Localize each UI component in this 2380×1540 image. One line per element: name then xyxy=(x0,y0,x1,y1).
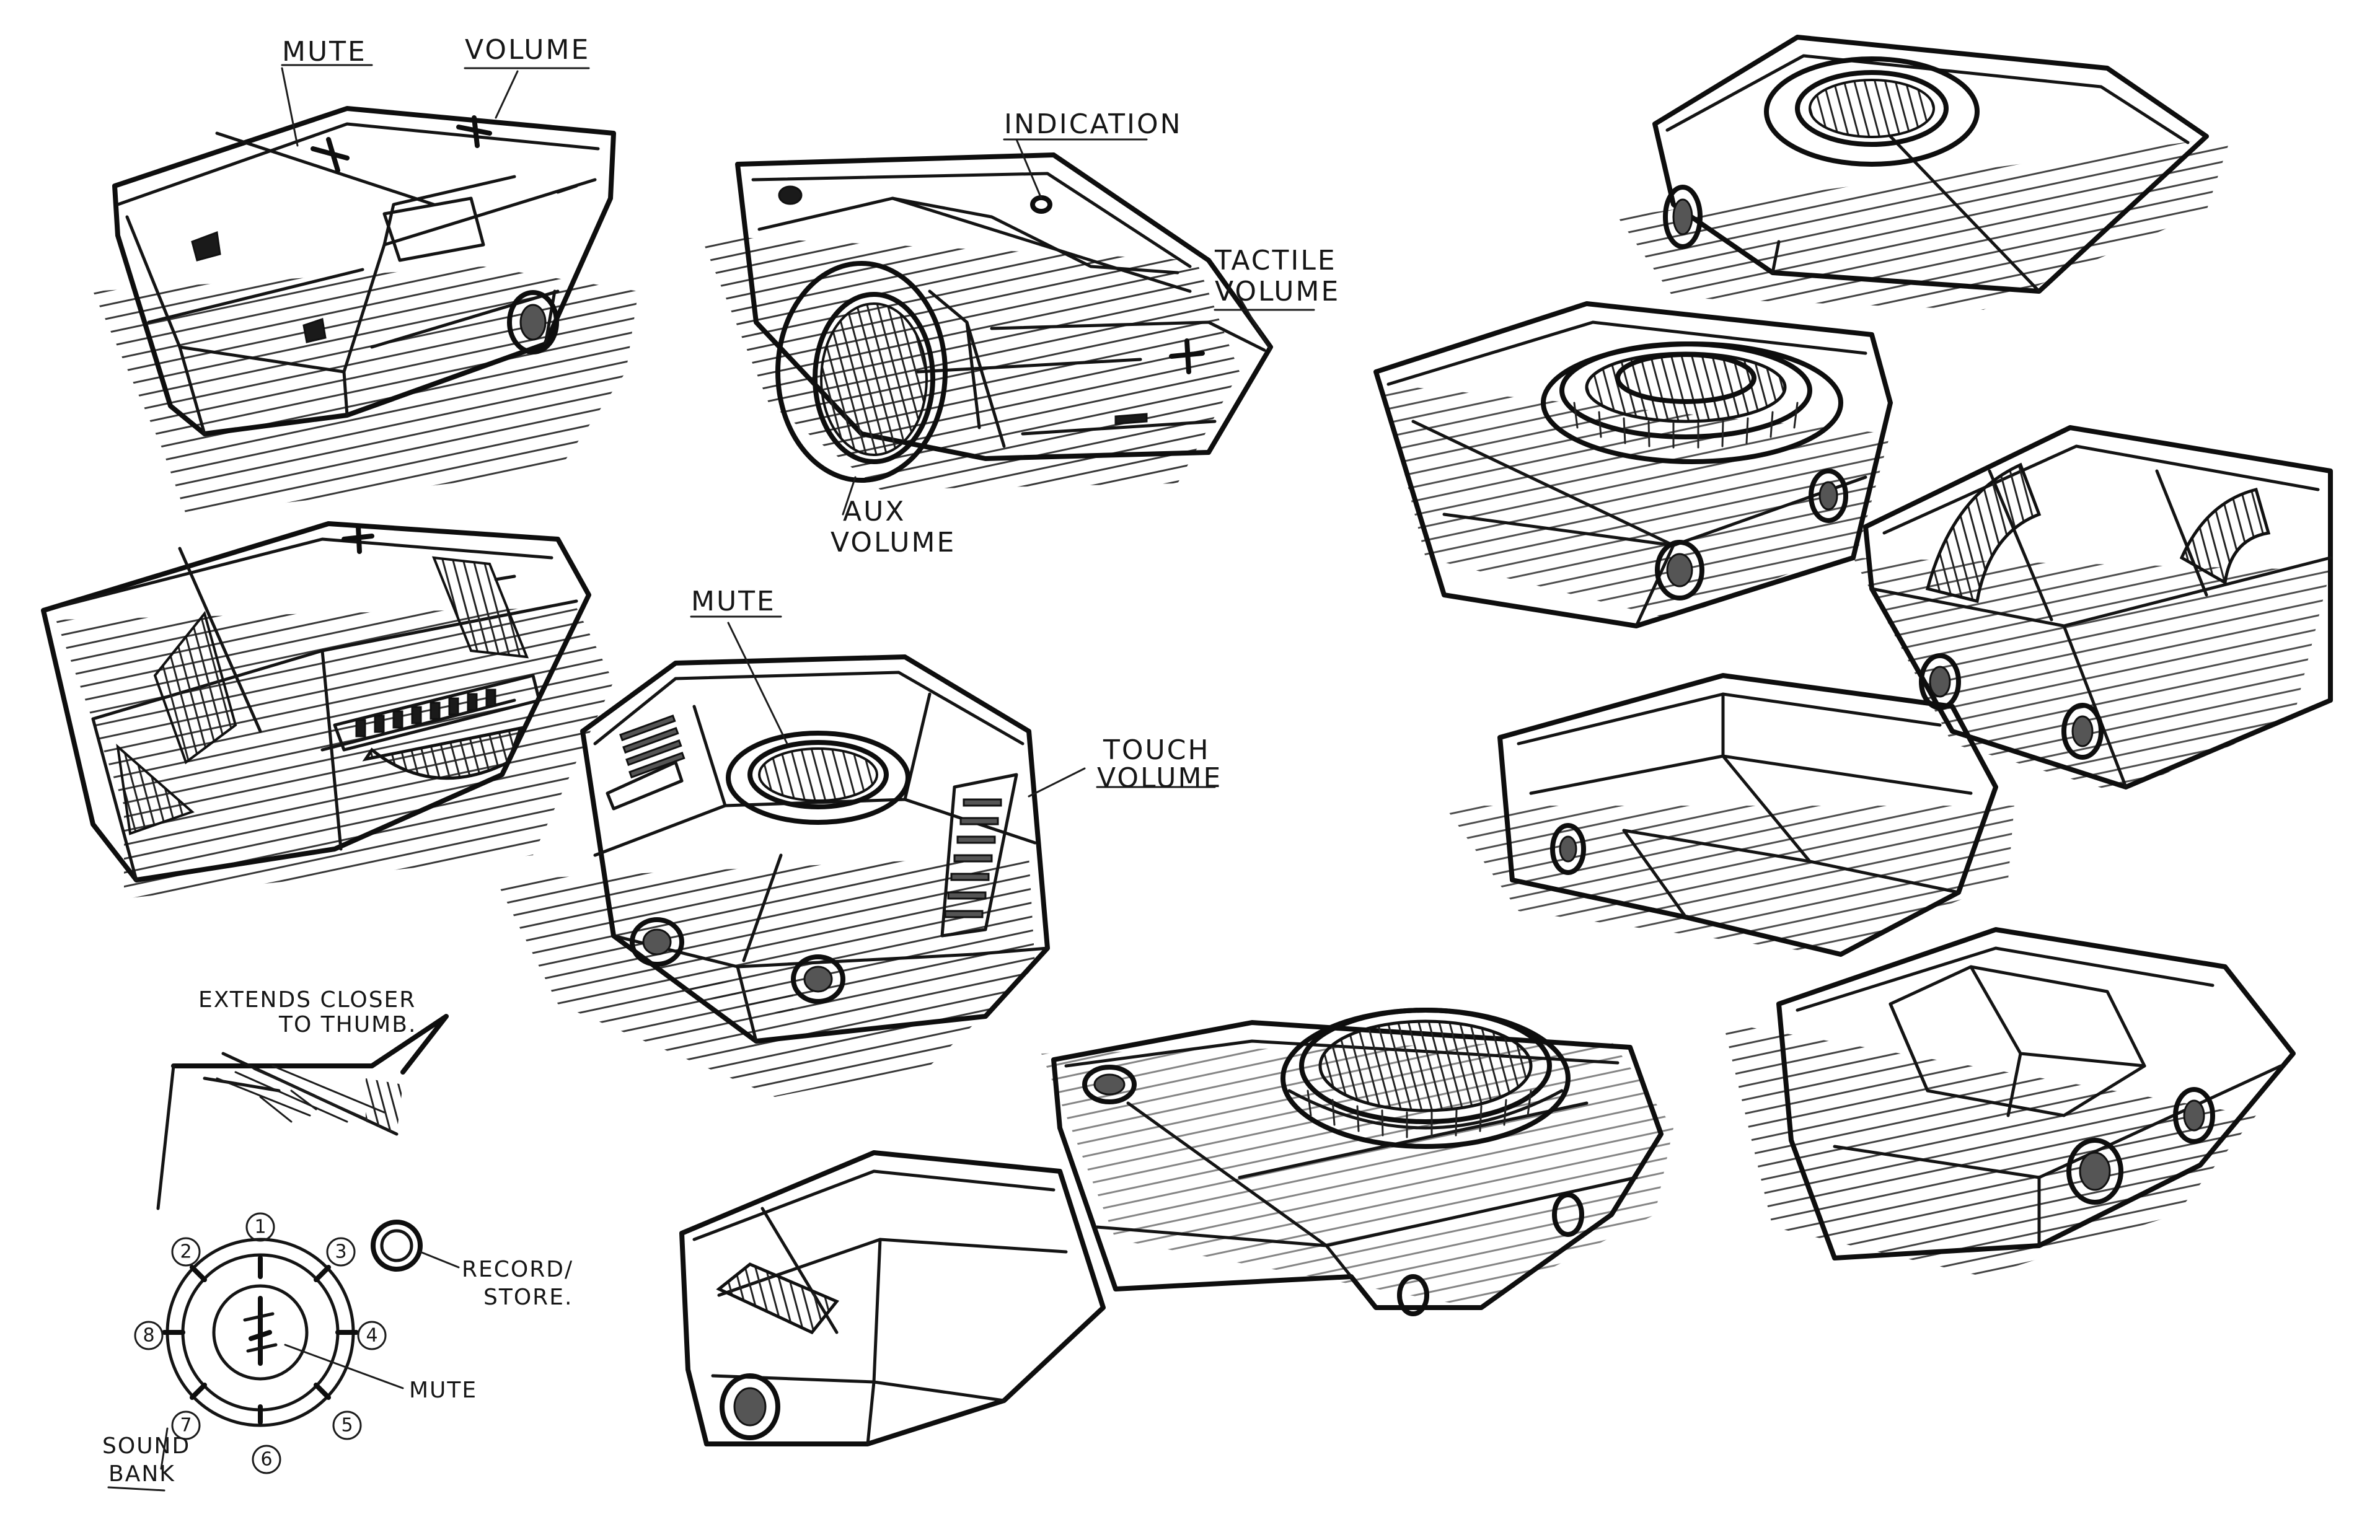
tactile-volume-label-1: TACTILE xyxy=(1214,245,1337,276)
sound-bank-label-2: BANK xyxy=(108,1461,175,1487)
touch-volume-label-2: VOLUME xyxy=(1097,762,1222,794)
aux-volume-label-1: AUX xyxy=(843,496,906,527)
extends-label-1: EXTENDS CLOSER xyxy=(198,987,416,1013)
dial-position-3: 3 xyxy=(335,1241,346,1263)
sketch-bottom-connector-device xyxy=(679,1150,1106,1446)
sketch-wheel-slots-device xyxy=(41,521,614,899)
sketch-blocky-device xyxy=(1723,927,2296,1277)
dial-position-1: 1 xyxy=(254,1217,266,1238)
tactile-volume-label-2: VOLUME xyxy=(1215,276,1340,307)
volume-label-top: VOLUME xyxy=(465,34,590,66)
sketch-mute-volume-device: MUTE VOLUME xyxy=(93,34,638,514)
knurl-ticks xyxy=(1307,1089,1532,1138)
sketch-right-raised-dial-device xyxy=(1373,301,1893,628)
dial-position-4: 4 xyxy=(366,1325,377,1347)
dial-position-8: 8 xyxy=(143,1325,154,1347)
sketch-flat-stepped-device xyxy=(1444,673,2014,957)
sketch-touch-volume-device: MUTE TOUCH VOLUME xyxy=(496,586,1222,1097)
sketch-bottom-dial-device xyxy=(1041,1008,1673,1316)
dial-ticks xyxy=(162,1256,359,1425)
mute-label-dial: MUTE xyxy=(409,1378,477,1403)
indication-label: INDICATION xyxy=(1004,108,1183,140)
mute-label-top: MUTE xyxy=(282,36,367,68)
record-store-label-1: RECORD/ xyxy=(462,1257,573,1282)
record-store-label-2: STORE. xyxy=(483,1285,573,1310)
left-touch-slots xyxy=(619,714,685,779)
sketch-top-right-dial-device xyxy=(1618,35,2231,310)
touch-volume-label-1: TOUCH xyxy=(1103,734,1210,766)
dial-position-6: 6 xyxy=(260,1449,272,1471)
dial-position-5: 5 xyxy=(341,1415,353,1437)
dial-position-markers: 1 2 3 4 5 6 7 8 xyxy=(134,1212,387,1474)
sketch-twin-wheel-device xyxy=(1853,425,2333,793)
dial-position-7: 7 xyxy=(180,1415,192,1437)
sketch-aux-wheel-device: INDICATION TACTILE VOLUME AUX VOLUME xyxy=(700,108,1340,558)
sketch-sound-bank-dial: 1 2 3 4 5 6 7 8 RECORD/ STORE. MUTE SOUN… xyxy=(102,1212,573,1492)
aux-volume-label-2: VOLUME xyxy=(831,527,956,558)
sound-bank-label-1: SOUND xyxy=(102,1433,190,1459)
mute-label-mid: MUTE xyxy=(691,586,776,617)
right-touch-slots xyxy=(944,798,1002,918)
sketch-thumb-extension-detail: EXTENDS CLOSER TO THUMB. xyxy=(156,987,449,1210)
dial-position-2: 2 xyxy=(180,1241,192,1263)
slot-row xyxy=(355,689,496,737)
extends-label-2: TO THUMB. xyxy=(278,1012,416,1037)
raised-dial-knurl xyxy=(1573,402,1799,449)
